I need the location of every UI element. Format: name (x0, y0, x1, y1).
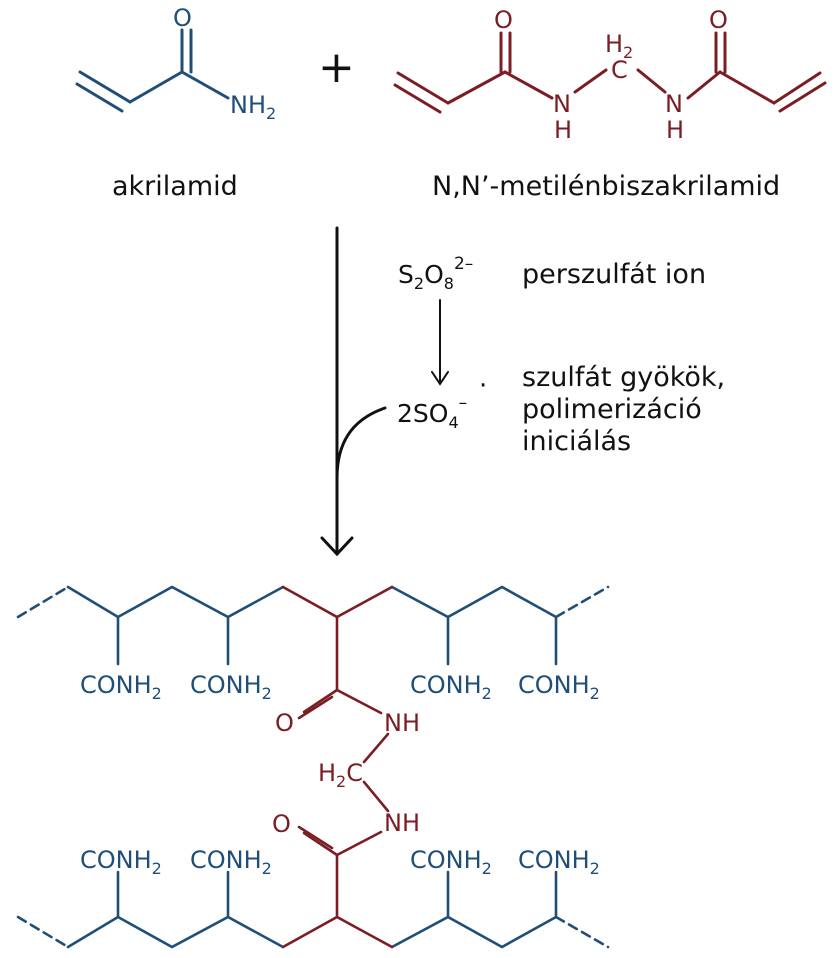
polymer-bottom-chain-red (281, 915, 394, 949)
bis-oxygen-right: O (709, 6, 728, 34)
crosslink-oxygen-lower: O (272, 810, 291, 838)
initiation-arrow (431, 299, 449, 386)
acrylamide-label: akrilamid (112, 171, 238, 202)
bisacrylamide-label: N,N’-metilénbiszakrilamid (432, 171, 780, 202)
bis-hydrogen-right: H (666, 116, 684, 144)
radical-label-line-2: polimerizáció (522, 394, 702, 425)
bis-nitrogen-right: N (665, 90, 683, 118)
bisacrylamide-structure (393, 31, 827, 114)
crosslink-bonds (297, 688, 390, 919)
acrylamide-oxygen: O (173, 4, 192, 32)
bottom-side-group-4: CONH2 (518, 846, 600, 878)
radical-label-line-3: iniciálás (522, 426, 631, 457)
polymer-top-chain-blue (16, 585, 610, 666)
sulfate-radical-dot: · (479, 371, 487, 401)
bis-hydrogen-left: H (554, 116, 572, 144)
crosslink-nh-lower: NH (384, 809, 420, 837)
top-side-group-4: CONH2 (518, 671, 600, 703)
polymer-top-chain-red (281, 585, 394, 692)
sulfate-radical-formula: 2SO4– (397, 393, 467, 432)
crosslink-nh-upper: NH (384, 709, 420, 737)
acrylamide-amine: NH2 (230, 91, 276, 123)
crosslink-methylene: H2C (318, 759, 363, 791)
bis-oxygen-left: O (494, 6, 513, 34)
bis-nitrogen-left: N (553, 90, 571, 118)
polymer-bottom-chain-blue (16, 870, 610, 949)
bis-methylene-h2: H2 (605, 30, 633, 62)
acrylamide-structure (75, 28, 230, 113)
persulfate-label: perszulfát ion (522, 259, 706, 290)
plus-sign: + (318, 42, 355, 93)
bottom-side-group-3: CONH2 (410, 846, 492, 878)
top-side-group-2: CONH2 (190, 671, 272, 703)
reaction-arrow (320, 226, 387, 557)
bis-methylene-c: C (611, 56, 628, 84)
crosslink-oxygen-upper: O (275, 709, 294, 737)
persulfate-formula: S2O82– (398, 254, 473, 293)
top-side-group-1: CONH2 (80, 671, 162, 703)
bottom-side-group-2: CONH2 (190, 846, 272, 878)
bottom-side-group-1: CONH2 (80, 846, 162, 878)
top-side-group-3: CONH2 (410, 671, 492, 703)
radical-label-line-1: szulfát gyökök, (522, 362, 725, 393)
